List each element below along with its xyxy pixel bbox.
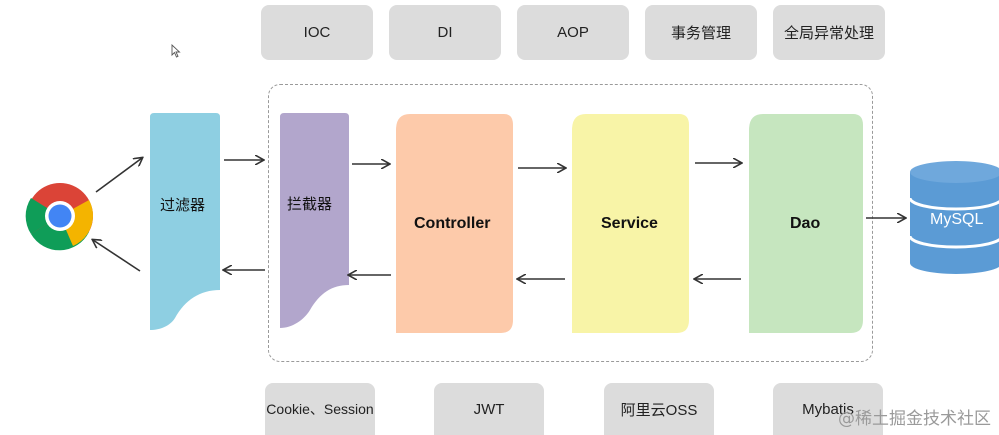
filter-shape (150, 113, 220, 330)
database-cylinder-icon (908, 161, 999, 274)
controller-label: Controller (414, 215, 491, 232)
service-shape (572, 114, 689, 333)
dao-shape (749, 114, 863, 333)
application-container (268, 84, 873, 362)
feature-chip-ioc: IOC (261, 5, 373, 60)
interceptor-label: 拦截器 (287, 196, 333, 213)
watermark: @稀土掘金技术社区 (838, 409, 991, 429)
feature-chip-di: DI (389, 5, 501, 60)
feature-chip-jwt: JWT (434, 383, 544, 435)
service-label: Service (601, 215, 658, 232)
interceptor-shape (280, 113, 349, 328)
dao-label: Dao (790, 215, 821, 232)
controller-shape (396, 114, 513, 333)
feature-chip-global-exception: 全局异常处理 (773, 5, 885, 60)
database-label: MySQL (930, 211, 984, 228)
feature-chip-transaction: 事务管理 (645, 5, 757, 60)
filter-label: 过滤器 (160, 197, 206, 214)
arrow-browser-to-filter (95, 158, 142, 193)
mouse-cursor-icon (171, 44, 181, 58)
chrome-browser-icon (25, 183, 94, 251)
feature-chip-aliyun-oss: 阿里云OSS (604, 383, 714, 435)
feature-chip-aop: AOP (517, 5, 629, 60)
feature-chip-cookie-session: Cookie、Session (265, 383, 375, 435)
arrow-filter-to-browser (93, 240, 141, 272)
feature-chip-mybatis: Mybatis (773, 383, 883, 435)
